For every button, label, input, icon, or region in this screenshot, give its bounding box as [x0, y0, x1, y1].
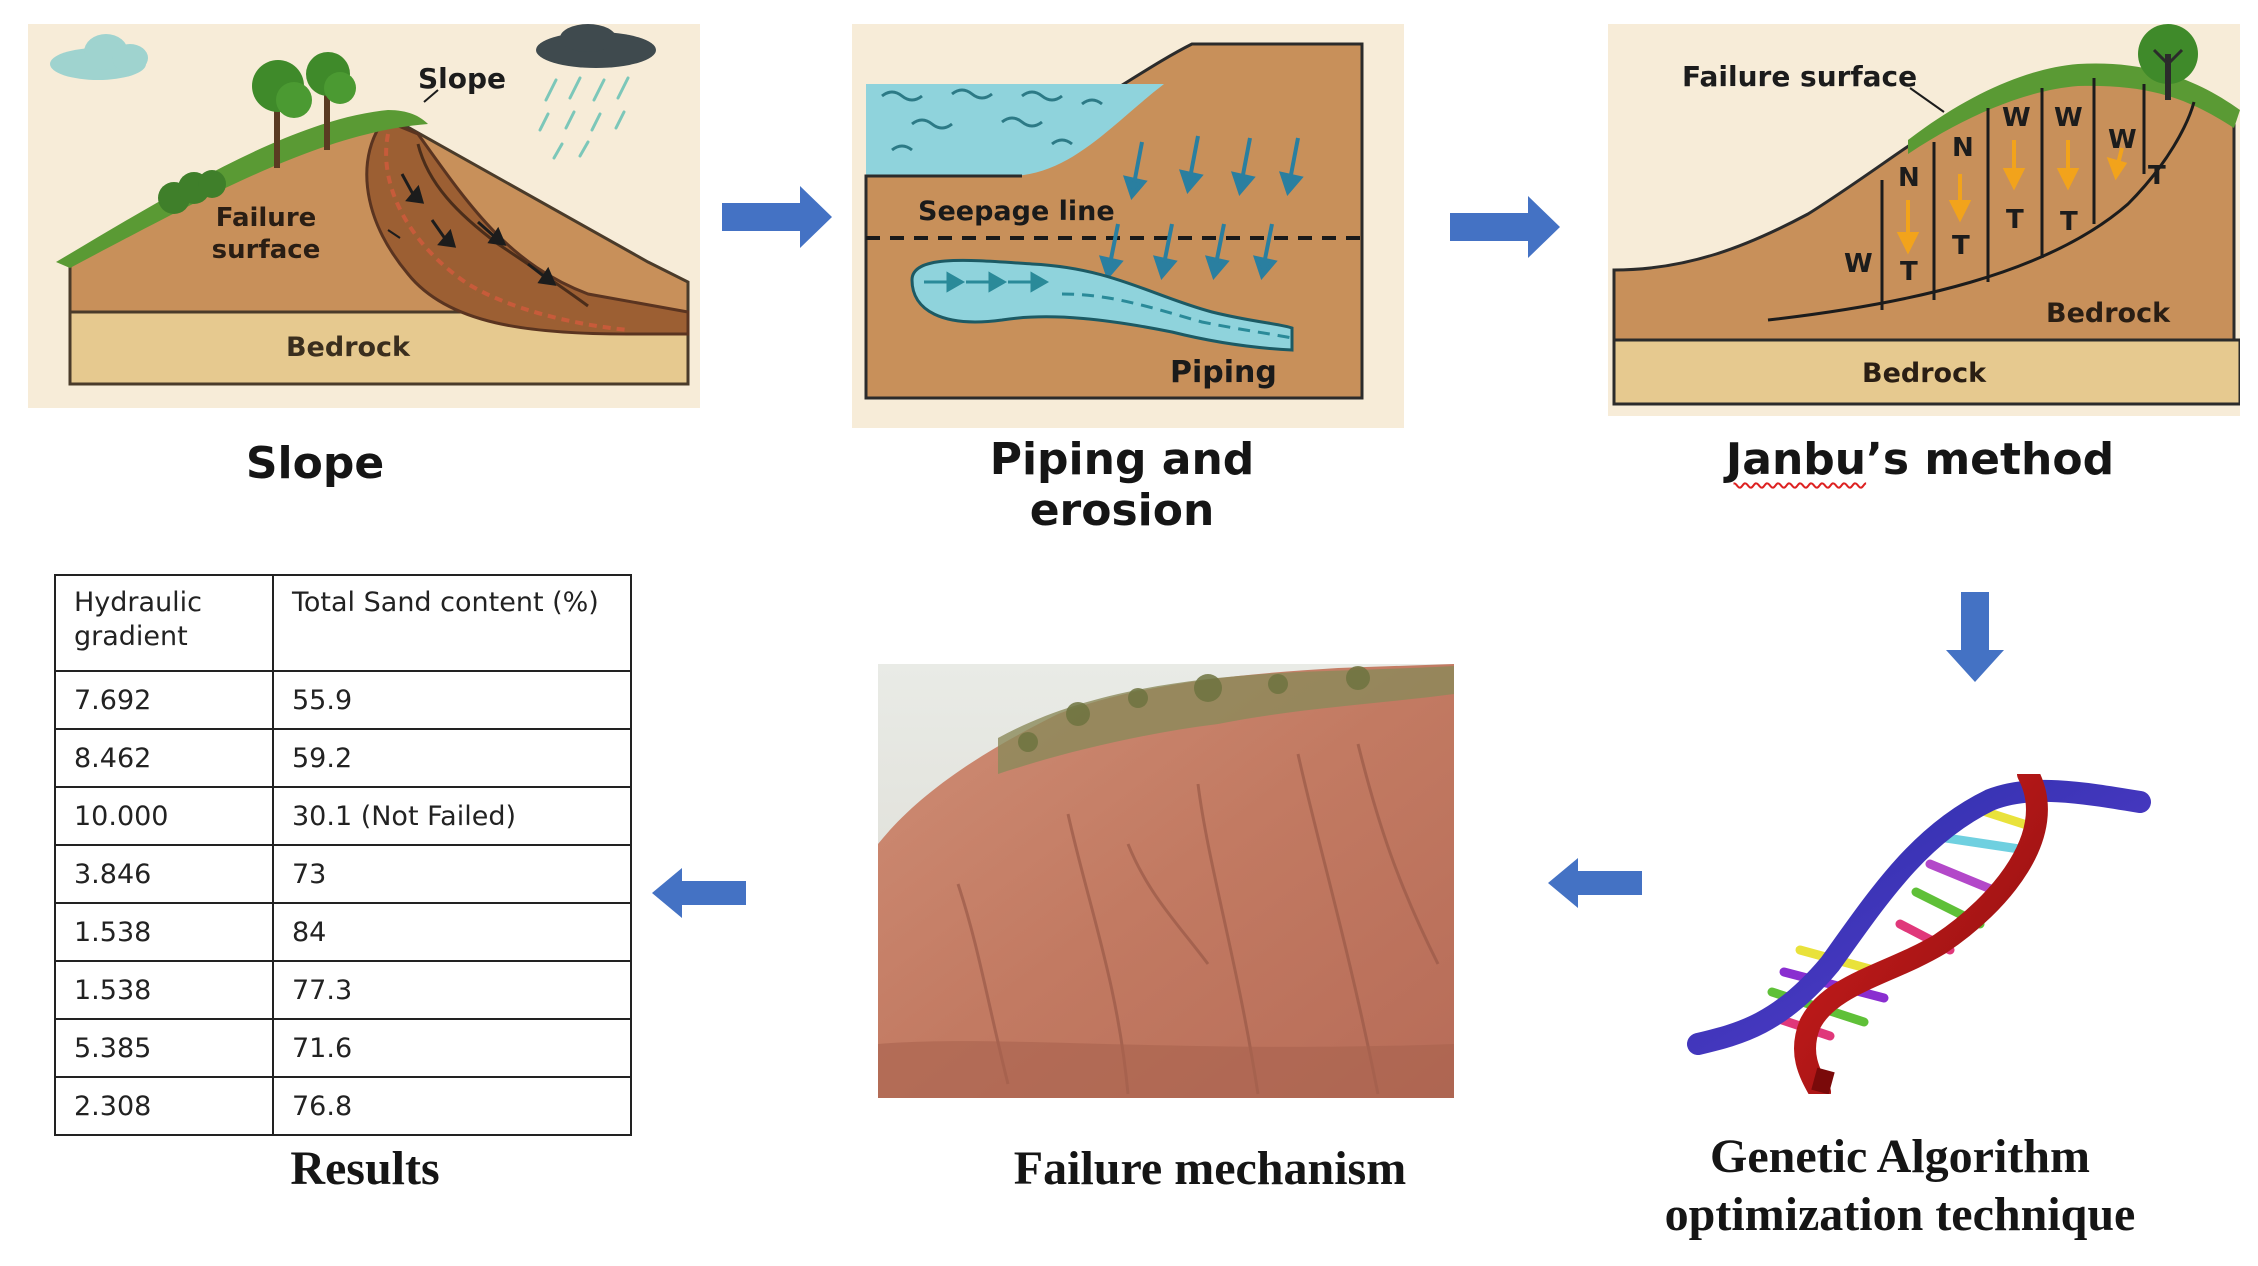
janbu-panel: Failure surface W N T N T W T W T W T Be…	[1608, 24, 2242, 416]
right-arrow-icon	[722, 186, 832, 248]
weight-label: W	[2054, 103, 2083, 133]
results-caption: Results	[290, 1142, 440, 1195]
results-table: Hydraulic gradient Total Sand content (%…	[54, 574, 632, 1136]
slope-caption: Slope	[245, 438, 385, 489]
failure-surface-label-line2: surface	[212, 235, 321, 265]
bedrock-upper-label: Bedrock	[2046, 298, 2171, 329]
tangent-label: T	[2148, 161, 2166, 191]
normal-label: N	[1952, 133, 1974, 163]
dna-helix-icon	[1687, 763, 2151, 1103]
slope-panel: Slope Failure surface Bedrock	[28, 24, 700, 408]
weight-label: W	[1844, 249, 1873, 279]
down-arrow-icon	[1946, 592, 2004, 682]
header-hydraulic-gradient: Hydraulic gradient	[54, 574, 274, 672]
failure-surface-label: Failure surface	[1682, 60, 1917, 93]
piping-label: Piping	[1170, 355, 1277, 390]
bedrock-label: Bedrock	[286, 332, 411, 363]
tree-icon	[2138, 24, 2198, 100]
tangent-label: T	[2006, 205, 2024, 235]
table-header-row: Hydraulic gradient Total Sand content (%…	[54, 574, 632, 672]
slope-label: Slope	[418, 62, 506, 95]
left-arrow-icon	[652, 868, 746, 918]
piping-caption: Piping and erosion	[989, 434, 1255, 536]
dna-panel	[1680, 763, 2160, 1103]
seepage-line-label: Seepage line	[918, 196, 1115, 227]
eroded-slope-photo	[878, 664, 1454, 1098]
failure-photo	[878, 664, 1454, 1098]
header-total-sand-content: Total Sand content (%)	[272, 574, 632, 672]
genetic-caption-line1: Genetic Algorithm	[1710, 1130, 2090, 1183]
tangent-label: T	[1900, 257, 1918, 287]
normal-label: N	[1898, 163, 1920, 193]
rain-cloud-icon	[536, 24, 656, 160]
piping-illustration: Seepage line Piping	[852, 24, 1404, 428]
tangent-label: T	[1952, 231, 1970, 261]
janbu-caption-suffix: ’s method	[1866, 434, 2115, 485]
janbu-illustration: Failure surface W N T N T W T W T W T Be…	[1608, 24, 2242, 416]
weight-label: W	[2002, 103, 2031, 133]
failure-surface-label-line1: Failure	[216, 203, 317, 233]
weight-label: W	[2108, 125, 2137, 155]
bush-icon	[158, 170, 226, 214]
left-arrow-icon	[1548, 858, 1642, 908]
right-arrow-icon	[1450, 196, 1560, 258]
genetic-caption-line2: optimization technique	[1664, 1188, 2136, 1241]
janbu-caption: Janbu’s method	[1720, 434, 2120, 485]
bedrock-lower-label: Bedrock	[1862, 358, 1987, 389]
genetic-caption: Genetic Algorithm optimization technique	[1620, 1128, 2180, 1244]
cloud-icon	[50, 34, 148, 80]
slope-illustration: Slope Failure surface Bedrock	[28, 24, 700, 408]
tangent-label: T	[2060, 207, 2078, 237]
tree-icon	[252, 52, 356, 168]
failure-caption: Failure mechanism	[1013, 1142, 1407, 1195]
janbu-caption-name: Janbu	[1725, 434, 1867, 485]
piping-panel: Seepage line Piping	[852, 24, 1404, 428]
